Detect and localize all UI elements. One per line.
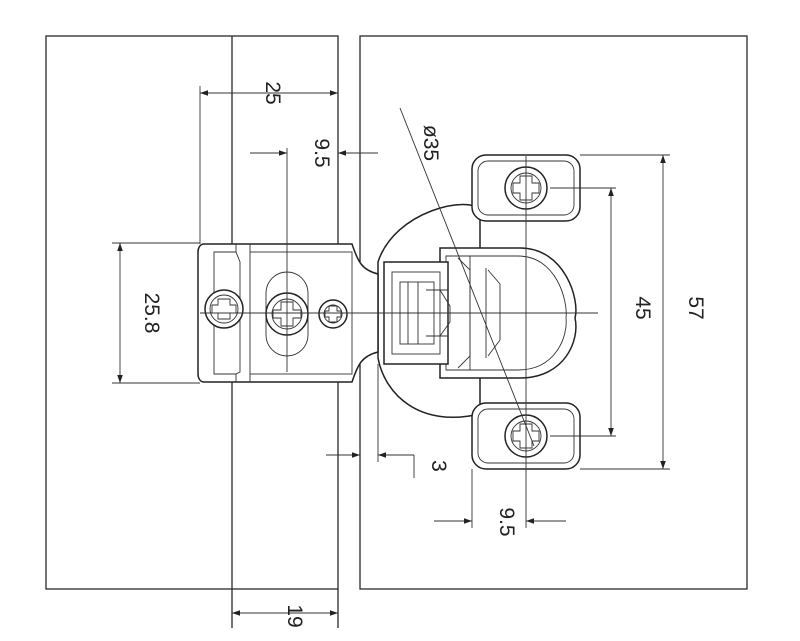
dimension-door-thickness: 19 xyxy=(283,604,306,627)
dimension-screw-spacing: 45 xyxy=(631,296,654,319)
dimension-cup-offset: 9.5 xyxy=(310,138,333,167)
dimension-plate-height: 25.8 xyxy=(140,293,163,334)
cam-adjuster-icon xyxy=(318,299,348,329)
dimension-cup-plate-height: 57 xyxy=(684,296,707,319)
dimension-overlay: 3 xyxy=(427,460,450,472)
dimension-plate-width: 25 xyxy=(261,81,284,104)
dimension-cup-diameter: ø35 xyxy=(419,125,442,161)
dimension-screw-offset: 9.5 xyxy=(495,507,518,536)
phillips-screw-icon xyxy=(204,289,244,329)
